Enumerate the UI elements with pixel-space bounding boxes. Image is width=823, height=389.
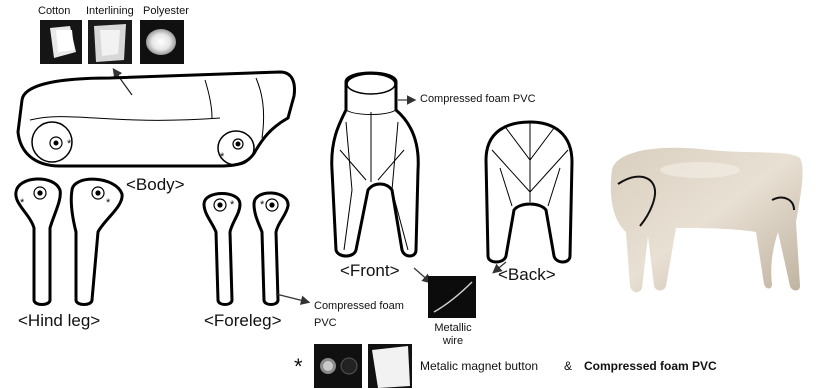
front-label: <Front> <box>340 262 400 279</box>
compressed-foam-bottom-label: Compressed foam PVC <box>314 298 404 331</box>
back-pattern <box>486 122 572 262</box>
polyester-swatch <box>140 20 184 64</box>
body-material-arrow <box>114 70 132 95</box>
metallic-wire-photo <box>428 276 476 318</box>
legend-foam-text: Compressed foam PVC <box>584 360 717 372</box>
legend-amp: & <box>564 360 572 372</box>
foreleg-label: <Foreleg> <box>204 312 282 329</box>
foam-pvc-photo <box>368 344 412 388</box>
foreleg-foam-arrow <box>276 294 308 302</box>
interlining-label: Interlining <box>86 6 134 17</box>
cotton-label: Cotton <box>38 6 70 17</box>
body-label: <Body> <box>126 176 185 193</box>
back-label: <Back> <box>498 266 556 283</box>
foreleg-buttons <box>214 199 278 211</box>
cotton-swatch <box>40 20 82 64</box>
interlining-swatch <box>88 20 132 64</box>
hind-leg-label: <Hind leg> <box>18 312 100 329</box>
front-wire-arrow <box>414 268 430 282</box>
metallic-wire-label: Metallic wire <box>426 322 480 348</box>
compressed-foam-top-label: Compressed foam PVC <box>420 94 536 105</box>
hind-leg-buttons <box>34 187 104 199</box>
polyester-label: Polyester <box>143 6 189 17</box>
legend-magnet-text: Metalic magnet button <box>420 360 538 372</box>
magnet-button-photo <box>314 344 362 388</box>
legend-star: * <box>294 356 303 378</box>
dog-3d-model <box>611 148 803 292</box>
